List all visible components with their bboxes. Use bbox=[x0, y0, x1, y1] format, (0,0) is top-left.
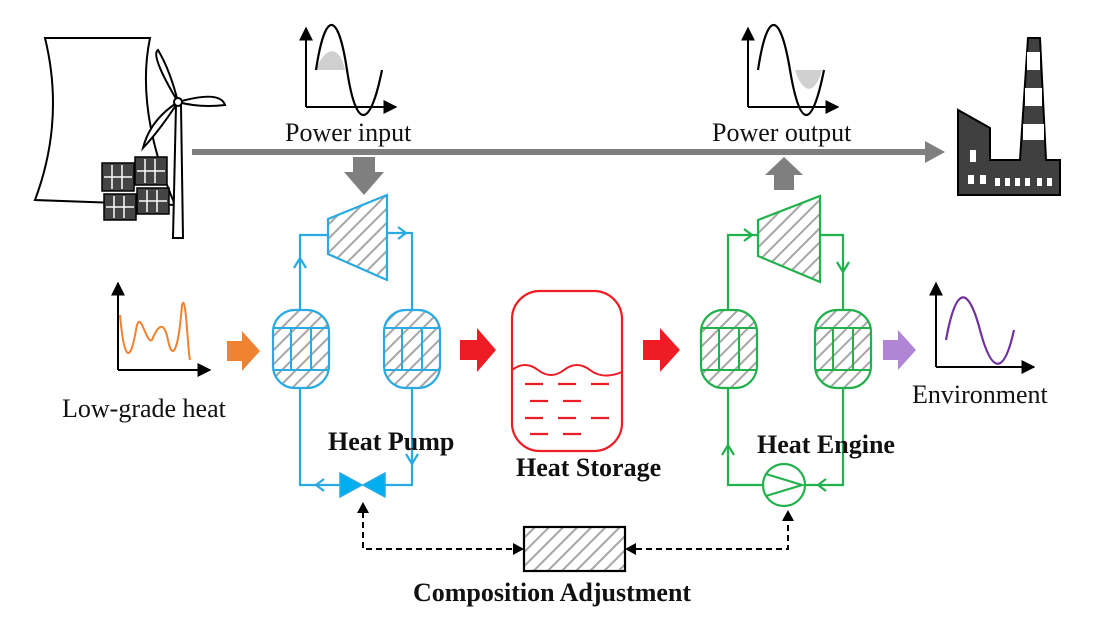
cooling-tower-wind-turbine-solar-panel-icon bbox=[33, 37, 227, 239]
low-grade-heat-graph bbox=[111, 281, 212, 377]
environment-arrow bbox=[883, 330, 916, 370]
environment-label: Environment bbox=[912, 380, 1049, 409]
power-input-shaded-area bbox=[316, 51, 345, 70]
heat-pump-evaporator bbox=[271, 308, 331, 390]
power-input-graph bbox=[299, 23, 398, 117]
pump-icon bbox=[761, 462, 807, 508]
wind-turbine-icon bbox=[141, 48, 227, 239]
environment-graph bbox=[929, 281, 1036, 374]
composition-adjustment-box bbox=[522, 525, 627, 573]
heat-engine-label: Heat Engine bbox=[757, 430, 895, 459]
power-output-label: Power output bbox=[712, 118, 852, 147]
heat-pump-label: Heat Pump bbox=[328, 427, 454, 456]
composition-adjustment-label: Composition Adjustment bbox=[413, 578, 691, 607]
heat-pump-cycle bbox=[293, 226, 419, 492]
heat-storage-tank bbox=[510, 289, 624, 453]
heat-engine-evaporator bbox=[699, 308, 759, 390]
heat-engine-condenser bbox=[813, 308, 873, 390]
heat-storage-label: Heat Storage bbox=[516, 453, 661, 482]
power-output-graph bbox=[741, 23, 840, 117]
heat-pump-compressor bbox=[326, 193, 389, 282]
composition-adjustment-links bbox=[362, 512, 789, 550]
expansion-valve-icon bbox=[339, 471, 386, 499]
power-input-arrow bbox=[344, 157, 384, 195]
environment-wave bbox=[944, 296, 1016, 365]
low-grade-heat-label: Low-grade heat bbox=[62, 394, 227, 423]
power-output-arrow bbox=[765, 157, 803, 190]
low-grade-heat-arrow bbox=[227, 331, 260, 371]
solar-panel-icon bbox=[101, 156, 170, 221]
heat-engine-expander bbox=[756, 194, 822, 284]
composition-adjustment-arrowheads bbox=[357, 502, 794, 555]
power-input-label: Power input bbox=[285, 118, 412, 147]
heat-engine-cycle bbox=[721, 228, 850, 492]
heat-pump-condenser bbox=[382, 308, 442, 390]
heat-to-storage-arrow bbox=[460, 328, 496, 372]
power-line-arrowhead bbox=[925, 141, 945, 163]
factory-icon bbox=[957, 37, 1061, 196]
low-grade-heat-wave bbox=[119, 301, 191, 361]
power-output-shaded-area bbox=[795, 70, 822, 89]
storage-to-engine-arrow bbox=[643, 328, 680, 372]
